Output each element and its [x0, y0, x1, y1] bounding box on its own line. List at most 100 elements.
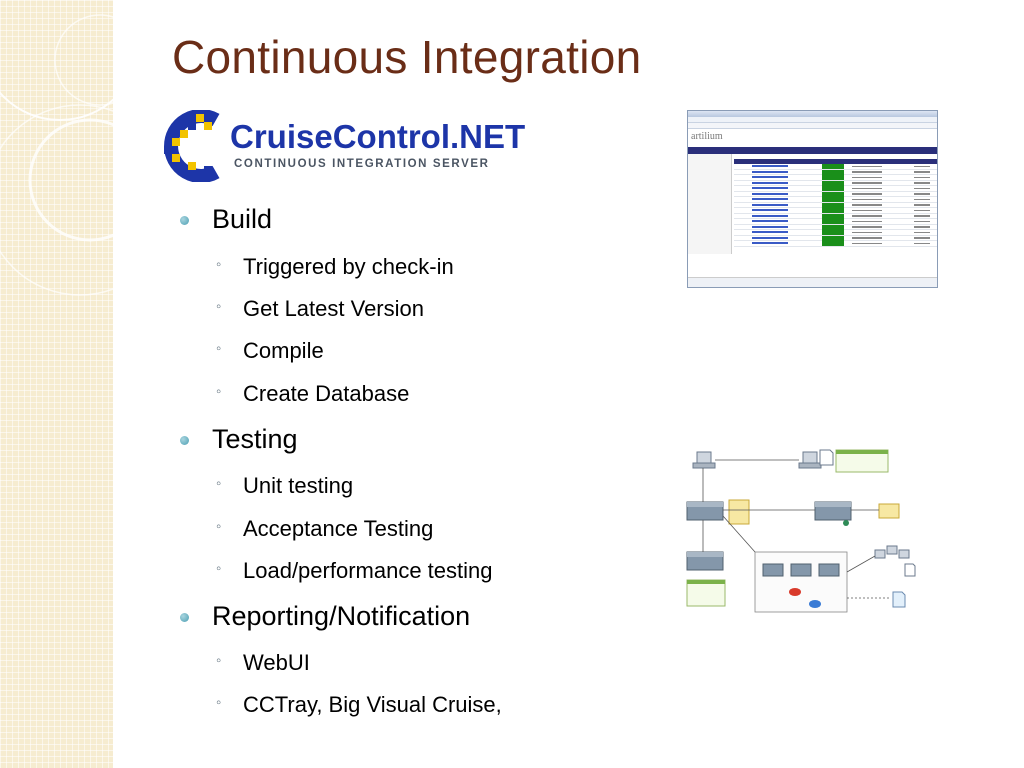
ring-bullet-icon: ◦: [216, 475, 222, 492]
dashboard-cell: [914, 226, 930, 228]
connector-line: [722, 515, 756, 553]
decorative-circles: [0, 14, 113, 296]
dashboard-cell: [852, 182, 882, 184]
dashboard-cell: [914, 182, 930, 184]
status-icon: [843, 520, 849, 526]
dashboard-cell: [752, 220, 788, 222]
dashboard-cell: [914, 176, 930, 178]
dashboard-project-row: [734, 213, 937, 219]
dashboard-cell: [852, 209, 882, 211]
dashboard-project-row: [734, 169, 937, 175]
document-icon: [819, 449, 834, 466]
dashboard-cell: [752, 181, 788, 184]
dashboard-cell: [852, 226, 882, 228]
ring-bullet-icon: ◦: [216, 560, 222, 577]
dashboard-project-row: [734, 230, 937, 236]
dashboard-cell: [822, 180, 844, 186]
dashboard-cell: [822, 235, 844, 241]
bullet-dot-icon: [180, 436, 189, 445]
dashboard-cell: [914, 237, 930, 239]
dashboard-cell: [822, 208, 844, 213]
dashboard-cell: [852, 176, 882, 178]
dashboard-cell: [822, 186, 844, 191]
dashboard-cell: [852, 215, 882, 217]
slide-title: Continuous Integration: [172, 31, 642, 83]
ring-bullet-icon: ◦: [216, 652, 222, 669]
dashboard-cell: [852, 242, 882, 244]
logo-tagline: CONTINUOUS INTEGRATION SERVER: [234, 158, 490, 170]
dashboard-footer: [688, 277, 937, 287]
dashboard-cell: [852, 187, 882, 189]
dashboard-cell: [914, 209, 930, 211]
dashboard-cell: [914, 198, 930, 200]
dashboard-cell: [852, 171, 882, 173]
client-pcs-icon: [874, 545, 916, 577]
dashboard-cell: [852, 231, 882, 233]
dashboard-cell: [752, 231, 788, 233]
ring-bullet-icon: ◦: [216, 694, 222, 711]
dashboard-cell: [752, 242, 788, 244]
dashboard-cell: [822, 219, 844, 224]
dashboard-table-header: [734, 159, 937, 164]
dashboard-cell: [852, 237, 882, 239]
dashboard-cell: [752, 187, 788, 189]
dashboard-cell: [822, 213, 844, 219]
dashboard-cell: [822, 175, 844, 180]
browser-toolbar: [688, 123, 937, 129]
dashboard-cell: [914, 215, 930, 217]
cruisecontrol-logo-mark: [164, 110, 220, 182]
dashboard-cell: [752, 176, 788, 178]
dashboard-cell: [752, 170, 788, 173]
ring-bullet-icon: ◦: [216, 340, 222, 357]
dashboard-screenshot: artilium: [687, 110, 938, 288]
dashboard-cell: [822, 202, 844, 208]
dashboard-cell: [914, 204, 930, 206]
dashboard-project-row: [734, 208, 937, 214]
folder-icon: [728, 499, 750, 525]
dashboard-body: [688, 154, 937, 254]
dashboard-header-bar: [688, 147, 937, 154]
dashboard-cell: [752, 203, 788, 206]
ring-bullet-icon: ◦: [216, 298, 222, 315]
dashboard-project-row: [734, 186, 937, 192]
cruisecontrol-logo: CruiseControl.NET CONTINUOUS INTEGRATION…: [158, 110, 525, 182]
dashboard-project-row: [734, 219, 937, 225]
dashboard-cell: [852, 204, 882, 206]
ring-bullet-icon: ◦: [216, 518, 222, 535]
dashboard-project-row: [734, 180, 937, 186]
dashboard-project-row: [734, 224, 937, 230]
dashboard-cell: [752, 192, 788, 195]
connector-line: [846, 555, 876, 573]
dashboard-project-row: [734, 197, 937, 203]
dashboard-cell: [822, 230, 844, 235]
dashboard-project-row: [734, 241, 937, 247]
dashboard-brand: artilium: [691, 131, 723, 142]
deploy-server-icon: [814, 501, 852, 521]
green-note-icon: [835, 449, 889, 473]
dashboard-cell: [852, 165, 882, 167]
build-server-icon: [686, 501, 724, 521]
dashboard-cell: [852, 193, 882, 195]
dashboard-project-row: [734, 202, 937, 208]
dashboard-cell: [822, 191, 844, 197]
dashboard-cell: [914, 171, 930, 173]
dashboard-cell: [752, 165, 788, 167]
browser-titlebar: [688, 111, 937, 117]
dashboard-cell: [822, 241, 844, 246]
dashboard-cell: [822, 169, 844, 175]
dashboard-cell: [852, 198, 882, 200]
dashboard-cell: [752, 209, 788, 211]
logo-name: CruiseControl.NET: [230, 118, 526, 155]
dashboard-sidebar: [688, 154, 732, 254]
database-server-icon: [686, 551, 724, 571]
dashboard-project-row: [734, 191, 937, 197]
dashboard-project-row: [734, 164, 937, 170]
green-note-icon: [686, 579, 726, 607]
bullet-dot-icon: [180, 216, 189, 225]
folder-icon: [878, 503, 900, 519]
dashboard-cell: [914, 231, 930, 233]
dashboard-cell: [914, 220, 930, 222]
ring-bullet-icon: ◦: [216, 256, 222, 273]
dashboard-cell: [914, 242, 930, 244]
dashboard-cell: [752, 225, 788, 228]
